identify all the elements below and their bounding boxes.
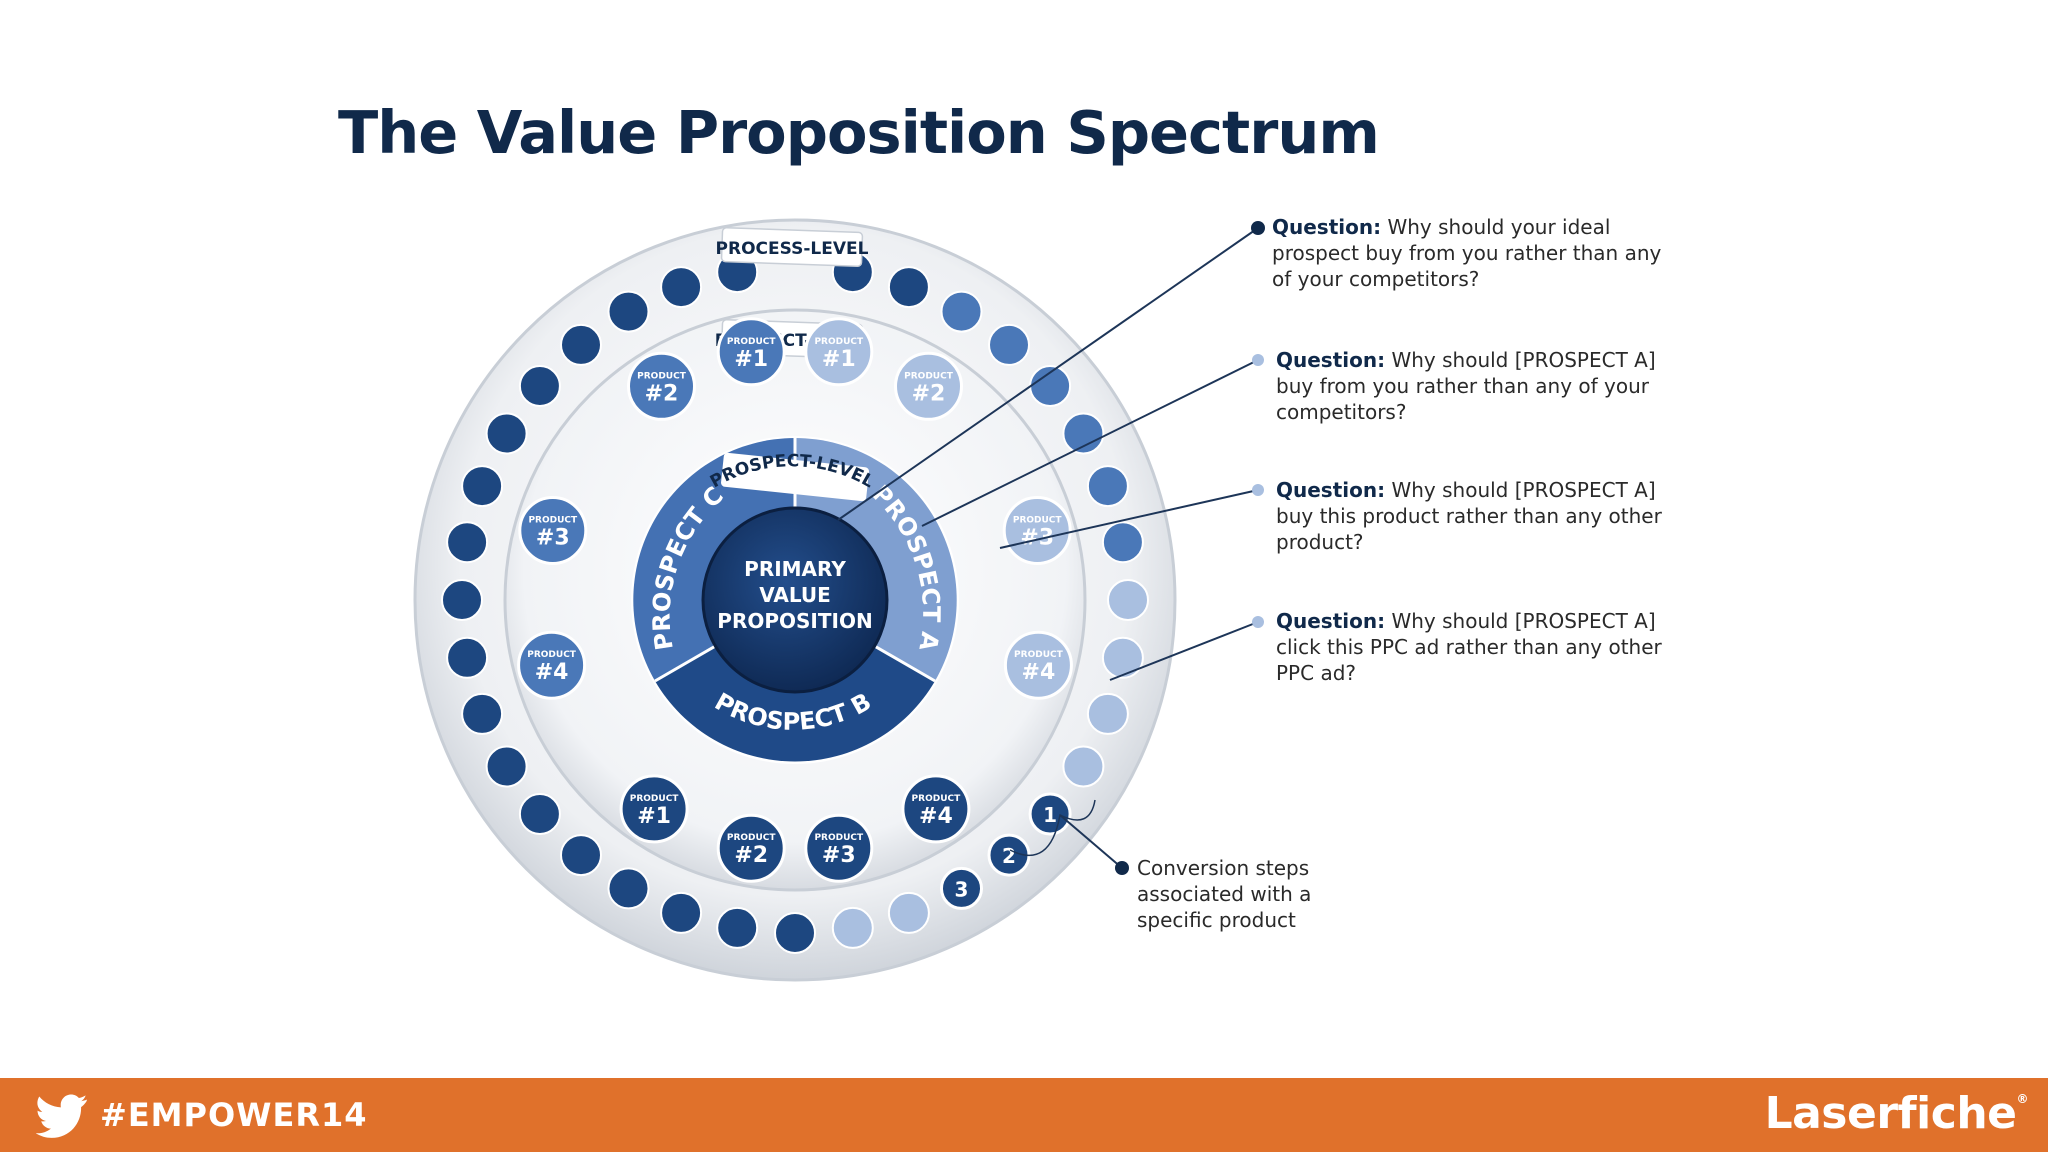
process-step-dot	[887, 266, 930, 309]
svg-text:PRODUCT: PRODUCT	[814, 337, 864, 347]
process-step-dot	[518, 793, 561, 835]
svg-text:PRODUCT: PRODUCT	[727, 337, 777, 347]
process-step-dot	[1107, 579, 1149, 621]
svg-text:PRODUCT: PRODUCT	[630, 794, 680, 804]
product-circle: PRODUCT#1	[716, 317, 786, 387]
process-step-dot	[1101, 521, 1144, 564]
process-step-dot	[446, 521, 489, 564]
question-1: Question: Why should your ideal prospect…	[1272, 215, 1662, 291]
product-circle: PRODUCT#4	[1003, 630, 1073, 700]
product-circle: PRODUCT#3	[804, 813, 874, 883]
process-step-dot	[485, 745, 528, 788]
process-step-dot	[560, 323, 602, 366]
process-step-dot	[940, 290, 983, 333]
process-step-dot	[774, 912, 816, 954]
svg-text:PRODUCT: PRODUCT	[904, 371, 954, 381]
center-line-2: VALUE	[759, 583, 831, 607]
svg-text:PRODUCT: PRODUCT	[814, 833, 864, 843]
svg-text:#1: #1	[637, 804, 671, 829]
product-circle: PRODUCT#4	[901, 774, 971, 844]
svg-text:#4: #4	[919, 804, 953, 829]
question-4-marker	[1252, 616, 1264, 628]
process-step-dot	[1086, 692, 1129, 735]
process-step-dot	[485, 412, 528, 455]
svg-text:#4: #4	[1022, 660, 1056, 685]
process-step-dot	[1101, 636, 1144, 679]
product-circles: PRODUCT#1PRODUCT#1PRODUCT#2PRODUCT#2PROD…	[517, 317, 1073, 883]
process-step-dot	[607, 290, 650, 333]
product-circle: PRODUCT#4	[517, 630, 587, 700]
question-2-marker	[1252, 354, 1264, 366]
center-line-3: PROPOSITION	[717, 609, 872, 633]
process-step-dot	[716, 906, 759, 949]
svg-text:PRODUCT: PRODUCT	[528, 516, 578, 526]
question-2: Question: Why should [PROSPECT A] buy fr…	[1276, 348, 1656, 424]
svg-text:#3: #3	[536, 526, 570, 551]
product-circle: PRODUCT#3	[1002, 496, 1072, 565]
svg-text:PRODUCT: PRODUCT	[1013, 516, 1063, 526]
process-step-dot	[660, 891, 703, 934]
value-proposition-diagram: 123 PROCESS-LEVEL PRODUCT-LEVEL PRODUCT#…	[413, 218, 1265, 982]
process-step-dot	[446, 636, 489, 679]
svg-text:PRODUCT: PRODUCT	[637, 371, 687, 381]
process-level-label: PROCESS-LEVEL	[716, 239, 869, 259]
conversion-step-1-dot	[1028, 792, 1072, 836]
conversion-step-1-label: 1	[1043, 803, 1057, 827]
process-step-dot	[1062, 412, 1105, 455]
laserfiche-logo: Laserfiche®	[1764, 1088, 2029, 1139]
svg-text:#1: #1	[734, 347, 768, 372]
process-step-dot	[518, 365, 561, 407]
question-3: Question: Why should [PROSPECT A] buy th…	[1276, 478, 1662, 554]
process-step-dot	[887, 891, 930, 934]
svg-text:#2: #2	[912, 381, 946, 406]
process-step-dot	[560, 834, 602, 877]
svg-text:#4: #4	[535, 660, 569, 685]
event-hashtag: #EMPOWER14	[100, 1096, 368, 1134]
question-3-marker	[1252, 484, 1264, 496]
svg-text:#2: #2	[734, 843, 768, 868]
process-step-dot	[461, 692, 504, 735]
product-circle: PRODUCT#2	[716, 813, 786, 883]
conversion-step-2-label: 2	[1002, 844, 1016, 868]
product-circle: PRODUCT#1	[619, 774, 689, 844]
process-step-dot	[660, 266, 703, 309]
process-step-dot	[461, 465, 504, 508]
process-level-tag: PROCESS-LEVEL	[716, 226, 869, 268]
process-step-dot	[1062, 745, 1105, 788]
svg-text:PRODUCT: PRODUCT	[1014, 650, 1064, 660]
product-circle: PRODUCT#2	[894, 351, 963, 421]
svg-text:#1: #1	[822, 347, 856, 372]
svg-text:PRODUCT: PRODUCT	[727, 833, 777, 843]
process-step-dot	[831, 906, 874, 949]
process-step-dot	[1086, 465, 1129, 508]
conversion-steps-note: Conversion steps associated with a speci…	[1137, 856, 1312, 932]
conversion-step-3-label: 3	[955, 877, 969, 901]
conversion-step-3-dot	[940, 866, 983, 910]
product-circle: PRODUCT#1	[804, 317, 874, 387]
primary-value-proposition-circle	[701, 506, 889, 694]
conversion-note-marker	[1115, 861, 1129, 875]
question-4: Question: Why should [PROSPECT A] click …	[1276, 609, 1662, 685]
question-1-marker	[1251, 221, 1265, 235]
svg-text:PRODUCT: PRODUCT	[912, 794, 962, 804]
process-step-dot	[988, 323, 1030, 366]
product-circle: PRODUCT#2	[627, 351, 696, 421]
page-title: The Value Proposition Spectrum	[338, 98, 1380, 167]
twitter-bird-icon[interactable]	[36, 1094, 88, 1138]
footer-bar: #EMPOWER14 Laserfiche®	[0, 1078, 2048, 1152]
center-line-1: PRIMARY	[744, 557, 846, 581]
process-step-dot	[607, 867, 650, 910]
svg-text:PRODUCT: PRODUCT	[527, 650, 577, 660]
svg-text:#3: #3	[822, 843, 856, 868]
svg-text:#2: #2	[645, 381, 679, 406]
product-circle: PRODUCT#3	[518, 496, 588, 565]
process-step-dot	[441, 579, 483, 621]
connector-lines	[837, 227, 1259, 869]
